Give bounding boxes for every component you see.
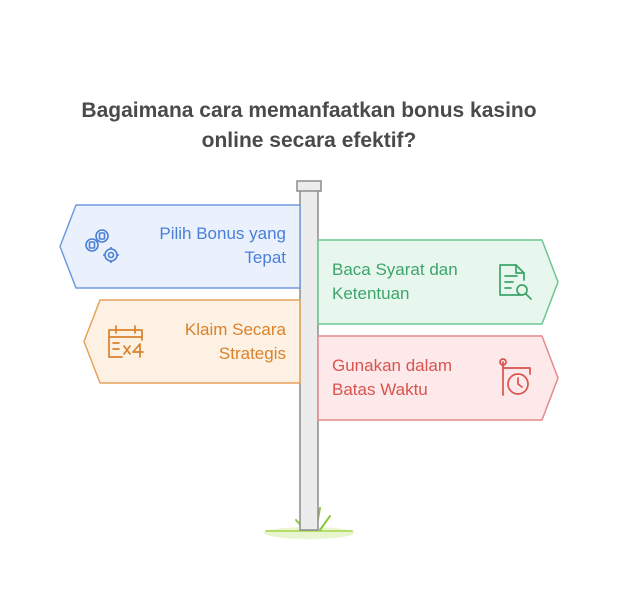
title-line-1: Bagaimana cara memanfaatkan bonus kasino (81, 99, 537, 122)
title-line-2: online secara efektif? (201, 129, 417, 152)
signpost-pole (299, 189, 319, 531)
document-search-icon (499, 264, 532, 300)
sign-label-line: Klaim Secara (184, 320, 286, 339)
sign-label-line: Tepat (244, 248, 286, 267)
sign-blue-board (59, 204, 301, 289)
sign-label-line: Pilih Bonus yang (159, 224, 286, 243)
sign-red-board (317, 335, 559, 421)
sign-green-board (317, 239, 559, 325)
sign-label-klaim-strategis: Klaim Secara Strategis (120, 318, 286, 366)
sign-label-line: Ketentuan (332, 284, 410, 303)
diagram-title: Bagaimana cara memanfaatkan bonus kasino… (0, 96, 618, 156)
sign-label-line: Gunakan dalam (332, 356, 453, 375)
sign-label-line: Baca Syarat dan (332, 260, 458, 279)
sign-label-batas-waktu: Gunakan dalam Batas Waktu (332, 354, 502, 402)
signpost-cap (296, 180, 322, 192)
sign-label-baca-syarat: Baca Syarat dan Ketentuan (332, 258, 502, 306)
coins-gear-icon (85, 229, 119, 263)
calendar-multiply-icon (108, 325, 144, 358)
clock-sign-icon (499, 358, 531, 396)
sign-label-line: Strategis (218, 344, 286, 363)
sign-label-pilih-bonus: Pilih Bonus yang Tepat (110, 222, 286, 270)
sign-label-line: Batas Waktu (332, 380, 428, 399)
sign-orange-board (83, 299, 301, 384)
